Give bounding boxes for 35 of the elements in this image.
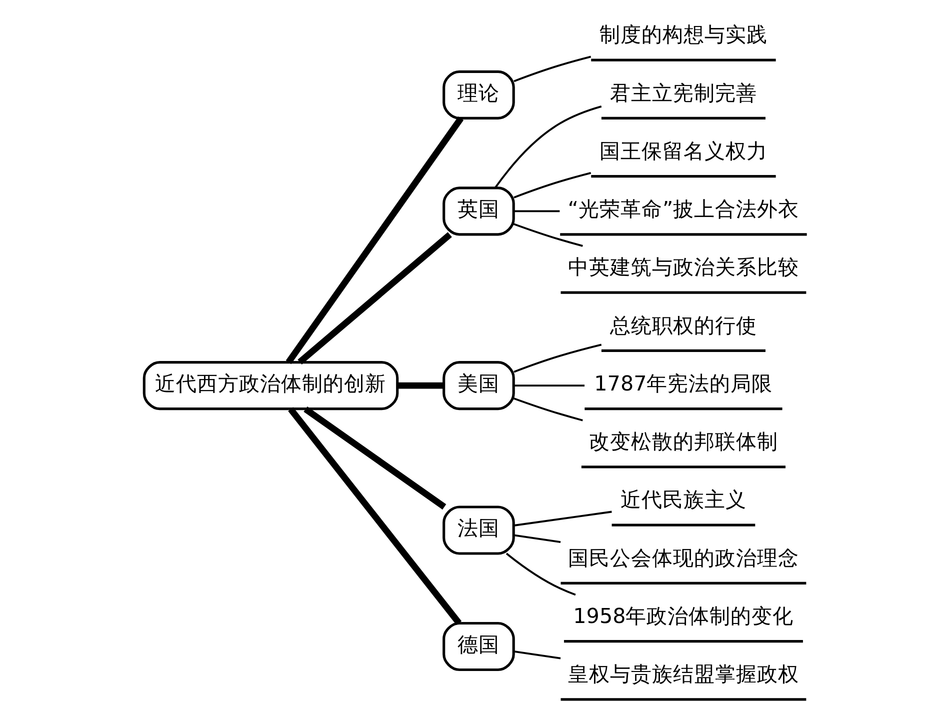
connector bbox=[513, 344, 602, 373]
connector bbox=[505, 552, 576, 596]
node-box: 美国 bbox=[442, 361, 514, 410]
node-text: 中英建筑与政治关系比较 bbox=[567, 255, 798, 280]
node-box: 德国 bbox=[442, 622, 514, 672]
node-text: 1787年宪法的局限 bbox=[594, 371, 772, 396]
connector bbox=[494, 106, 602, 188]
node-text: 皇权与贵族结盟掌握政权 bbox=[567, 662, 798, 686]
node-text: 国民公会体现的政治理念 bbox=[567, 546, 798, 570]
connector bbox=[513, 56, 591, 82]
connector bbox=[512, 223, 582, 247]
connector bbox=[303, 406, 446, 510]
node-box: 法国 bbox=[442, 506, 514, 555]
connector bbox=[513, 510, 612, 526]
node-text: 改变松散的邦联体制 bbox=[588, 430, 778, 454]
node-text: 近代民族主义 bbox=[620, 488, 746, 512]
node-box: 理论 bbox=[442, 70, 514, 120]
connector bbox=[513, 650, 560, 660]
connector bbox=[297, 232, 452, 364]
connector bbox=[513, 384, 584, 387]
connector bbox=[512, 397, 582, 422]
node-text: 国王保留名义权力 bbox=[598, 138, 767, 163]
node-box: 近代西方政治体制的创新 bbox=[142, 361, 398, 410]
node-text: “光荣革命”披上合法外衣 bbox=[567, 197, 799, 222]
node-text: 制度的构想与实践 bbox=[598, 22, 767, 47]
connector bbox=[513, 172, 591, 198]
connector bbox=[513, 210, 560, 212]
node-text: 总统职权的行使 bbox=[609, 313, 756, 338]
node-box: 英国 bbox=[442, 186, 514, 236]
node-text: 1958年政治体制的变化 bbox=[572, 604, 794, 628]
connector bbox=[396, 382, 444, 389]
connector bbox=[513, 534, 560, 544]
connector bbox=[285, 116, 464, 364]
node-text: 君主立宪制完善 bbox=[609, 80, 756, 105]
connector bbox=[288, 407, 462, 626]
